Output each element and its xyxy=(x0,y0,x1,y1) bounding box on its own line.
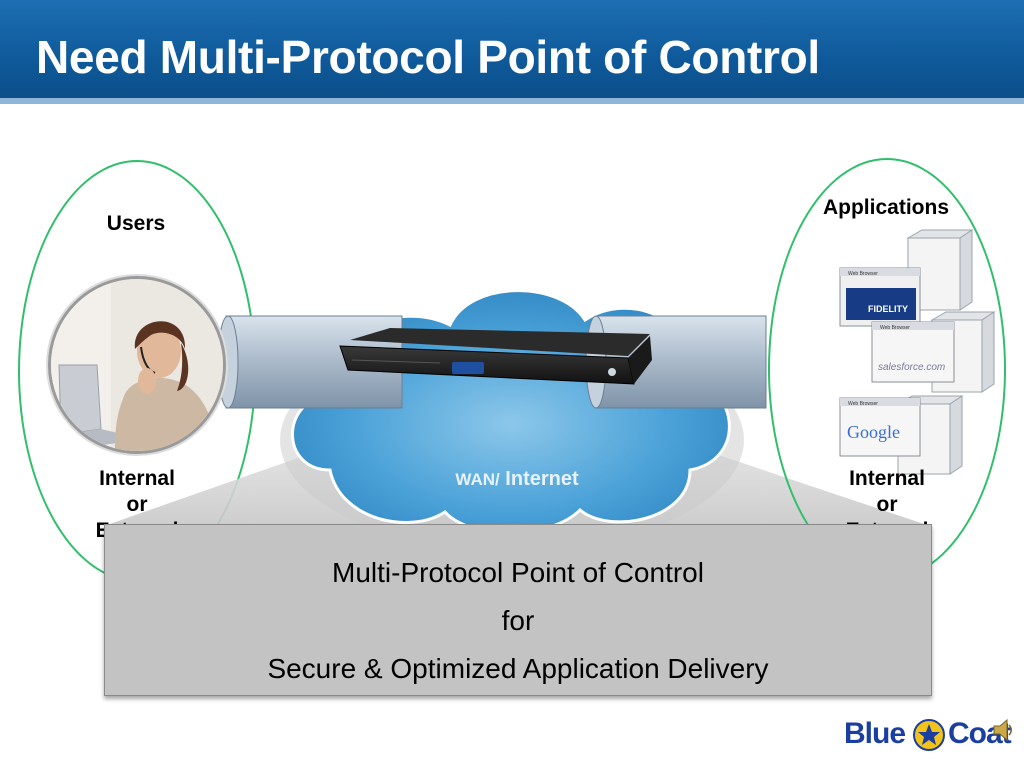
speaker-icon xyxy=(993,718,1012,742)
google-logo-text: Google xyxy=(847,422,900,442)
message-line-2: for xyxy=(501,605,535,636)
applications-heading: Applications xyxy=(822,196,949,219)
slide-title: Need Multi-Protocol Point of Control xyxy=(36,31,820,83)
title-bar: Need Multi-Protocol Point of Control xyxy=(0,0,1024,104)
browser-window-fidelity xyxy=(839,267,921,327)
window-title-3: Web Browser xyxy=(848,401,878,407)
bluecoat-logo: Blue Coat xyxy=(842,713,1018,761)
salesforce-logo-text: salesforce.com xyxy=(878,362,945,373)
proxy-appliance xyxy=(339,328,652,385)
wan-internet-label: WAN/ Internet xyxy=(455,468,579,490)
browser-window-google xyxy=(839,397,921,457)
users-heading: Users xyxy=(106,212,166,235)
window-title-2: Web Browser xyxy=(880,325,910,331)
window-title-1: Web Browser xyxy=(848,271,878,277)
message-box: Multi-Protocol Point of Control for Secu… xyxy=(104,524,932,696)
message-line-1: Multi-Protocol Point of Control xyxy=(332,557,704,588)
message-line-3: Secure & Optimized Application Delivery xyxy=(267,653,769,684)
browser-window-salesforce xyxy=(871,321,955,383)
star-badge-icon xyxy=(913,719,945,751)
fidelity-logo-text: FIDELITY xyxy=(868,304,908,314)
